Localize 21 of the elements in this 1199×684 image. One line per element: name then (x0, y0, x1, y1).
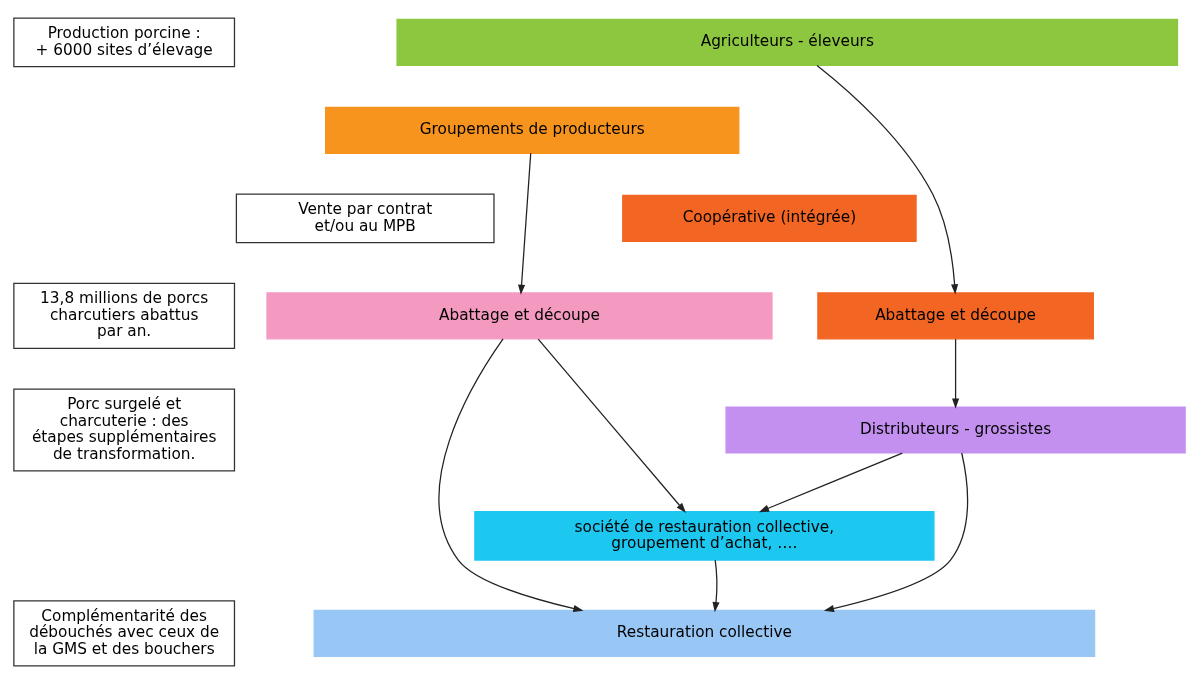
arrow (438, 338, 584, 613)
arrow (758, 452, 903, 513)
node-box: Agriculteurs - éleveurs (396, 18, 1179, 66)
node-box: Complémentarité des débouchés avec ceux de la GMS et des bouchers (13, 600, 236, 667)
arrow (712, 559, 720, 613)
node-box: Distributeurs - grossistes (725, 406, 1186, 454)
node-box: Abattage et découpe (266, 292, 773, 340)
node-box: Groupements de producteurs (325, 106, 740, 154)
arrow (952, 338, 960, 409)
node-box: Abattage et découpe (817, 292, 1094, 340)
node-box: Production porcine : + 6000 sites d’élevage (13, 17, 236, 68)
node-box: société de restauration collective, groupement d’achat, …. (474, 510, 935, 561)
arrow (823, 452, 969, 612)
node-box: Restauration collective (313, 609, 1096, 657)
arrow (518, 152, 532, 295)
node-box: Coopérative (intégrée) (622, 194, 917, 242)
node-box: Porc surgelé et charcuterie : des étapes supplémentaires de transformation. (13, 388, 236, 472)
node-box: 13,8 millions de porcs charcutiers abattus par an. (13, 282, 236, 349)
arrow (816, 64, 959, 295)
arrow (537, 338, 686, 513)
node-box: Vente par contrat et/ou au MPB (235, 193, 495, 244)
